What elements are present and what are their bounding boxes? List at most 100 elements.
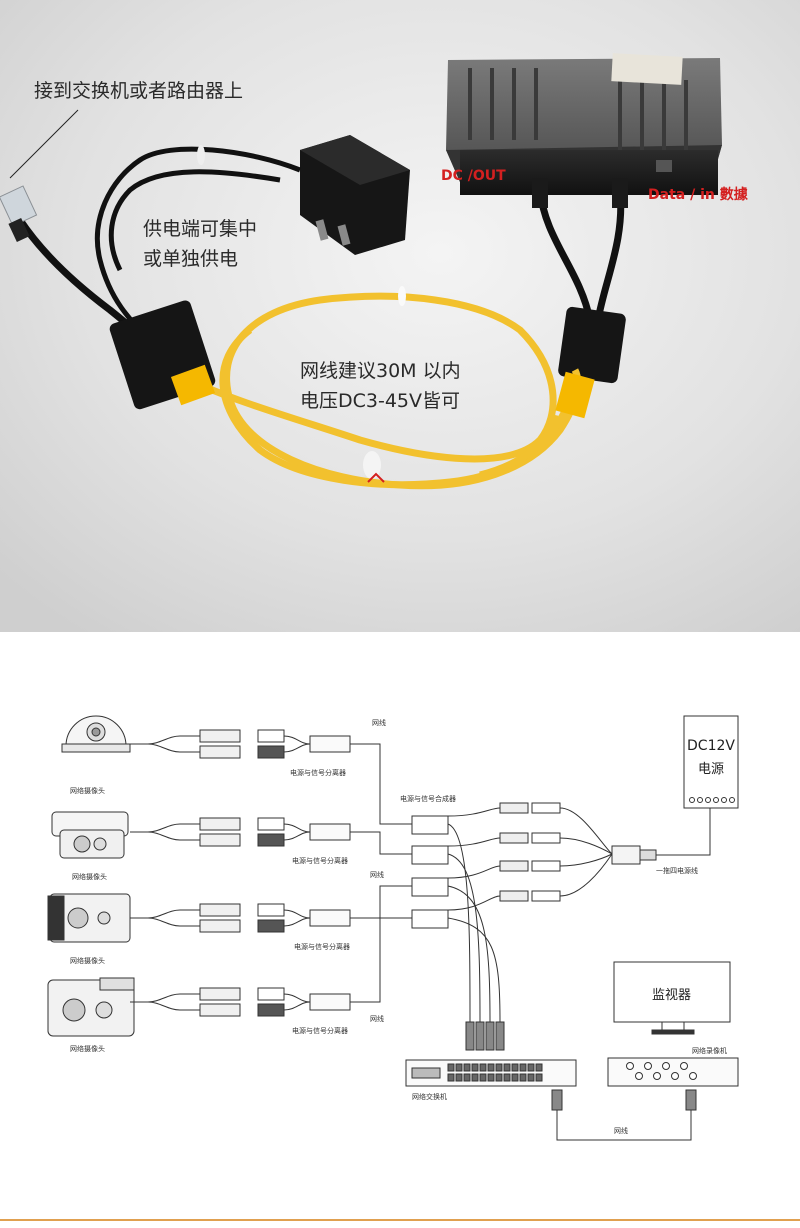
cable-label-4: 网线 [614,1127,628,1135]
splitter-power-jack-3 [531,860,561,872]
combiner-power-plug-1 [499,802,529,814]
monitor-label: 监视器 [652,988,692,1003]
switch-port [471,1063,479,1072]
switch-port [463,1063,471,1072]
switch-port [455,1073,463,1082]
combiner-label: 电源与信号合成器 [400,795,456,803]
power-jack [257,987,285,1001]
splitter-label-4: 电源与信号分离器 [292,1027,348,1035]
data-plug [199,833,241,847]
camera-row-2 [130,817,351,847]
nvr-port [626,1062,634,1070]
switch-port [503,1073,511,1082]
combiner-power-plug-2 [499,832,529,844]
combiner-power-plug-3 [499,860,529,872]
switch-port [511,1073,519,1082]
nvr-port [671,1072,679,1080]
power-annotation-line2: 或单独供电 [143,248,239,270]
psu-terminal [713,797,719,803]
cable-label-2: 网线 [370,871,384,879]
camera-row-3 [130,903,351,933]
switch-port [519,1073,527,1082]
power-jack [257,729,285,743]
power-jack [257,817,285,831]
power-plug [199,817,241,831]
cable-annotation-line2: 电压DC3-45V皆可 [300,390,461,412]
nvr-port [689,1072,697,1080]
nvr-port [680,1062,688,1070]
switch-port [519,1063,527,1072]
splitter-label-2: 电源与信号分离器 [292,857,348,865]
camera-label-2: 网络摄像头 [72,873,107,881]
psu-label-name: 电源 [697,762,724,777]
switch-port [527,1063,535,1072]
splitter-block [309,823,351,841]
product-photo: 接到交换机或者路由器上 供电端可集中 或单独供电 网线建议30M 以内 电压DC… [0,0,800,632]
switch-port [495,1063,503,1072]
photo-illustration [0,0,800,632]
cable-annotation-line1: 网线建议30M 以内 [300,360,461,382]
switch-plug-1 [465,1021,475,1051]
wiring-diagram-lines [47,715,739,1141]
splitter-block [309,909,351,927]
data-jack [257,919,285,933]
power-plug [199,903,241,917]
power-adapter [300,135,410,255]
power-plug [199,987,241,1001]
psu-label-voltage: DC12V [687,738,735,754]
switch-port [463,1073,471,1082]
splitter-label-3: 电源与信号分离器 [294,943,350,951]
data-jack [257,833,285,847]
data-in-label: Data / in 數據 [648,187,748,203]
large-camera-icon [47,977,135,1037]
splitter-cable-label: 一拖四电源线 [656,867,698,875]
cable-label-3: 网线 [370,1015,384,1023]
psu-terminal [721,797,727,803]
camera-label-4: 网络摄像头 [70,1045,105,1053]
dome-camera-icon [61,715,131,753]
box-camera-icon [47,893,131,943]
switch-port [535,1073,543,1082]
camera-label-3: 网络摄像头 [70,957,105,965]
dc-out-label: DC /OUT [441,168,506,184]
nvr-port [662,1062,670,1070]
data-jack [257,1003,285,1017]
camera-row-1 [130,729,351,759]
splitter-label-1: 电源与信号分离器 [290,769,346,777]
switch-plug-4 [495,1021,505,1051]
power-plug [199,729,241,743]
psu-terminal [697,797,703,803]
splitter-power-jack-4 [531,890,561,902]
camera-label-1: 网络摄像头 [70,787,105,795]
power-jack [257,903,285,917]
bullet-camera-icon [51,811,129,859]
router-device [446,53,722,195]
splitter-block [309,993,351,1011]
data-jack [257,745,285,759]
switch-port [487,1073,495,1082]
switch-port [535,1063,543,1072]
data-plug [199,1003,241,1017]
switch-port [471,1073,479,1082]
splitter-block [309,735,351,753]
camera-row-4 [130,987,351,1017]
combiner-power-plug-4 [499,890,529,902]
nvr-label: 网络录像机 [692,1047,727,1055]
cable-label-1: 网线 [372,719,386,727]
switch-port [455,1063,463,1072]
data-plug [199,745,241,759]
wiring-diagram: 网络摄像头 网络摄像头 网络摄像头 网络摄像头 电源与信号分离器 电源与信号分离… [0,632,800,1224]
nvr-port [653,1072,661,1080]
psu-terminal [705,797,711,803]
switch-port [447,1073,455,1082]
nvr-port [635,1072,643,1080]
switch-router-annotation: 接到交换机或者路由器上 [34,80,244,102]
power-annotation-line1: 供电端可集中 [143,218,258,240]
data-plug [199,919,241,933]
camera-connector-rows [130,729,351,1017]
switch-plug-2 [475,1021,485,1051]
switch-port [503,1063,511,1072]
switch-plug-3 [485,1021,495,1051]
splitter-power-jack-1 [531,802,561,814]
switch-port [487,1063,495,1072]
